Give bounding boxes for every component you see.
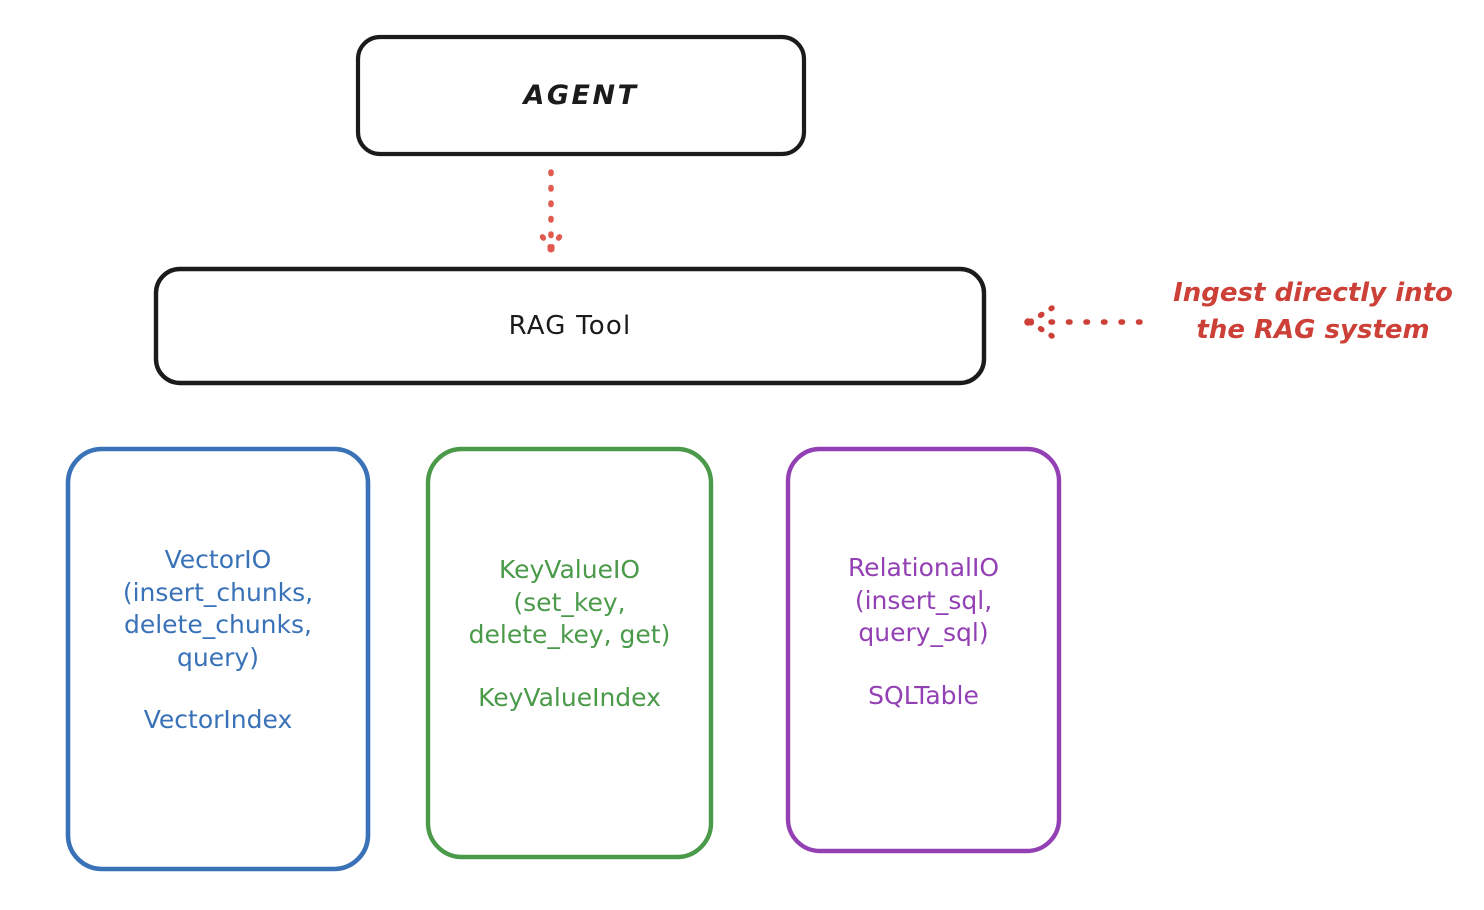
key-value-io-api-label: KeyValueIO (set_key, delete_key, get) bbox=[468, 555, 671, 649]
key-value-io-card-outline[interactable] bbox=[425, 446, 714, 860]
relational-io-api-label: RelationalIO (insert_sql, query_sql) bbox=[847, 553, 1000, 647]
relational-io-card[interactable]: RelationalIO (insert_sql, query_sql) SQL… bbox=[788, 449, 1059, 851]
vector-io-card[interactable]: VectorIO (insert_chunks, delete_chunks, … bbox=[68, 449, 368, 869]
key-value-index-label: KeyValueIndex bbox=[478, 682, 661, 712]
vector-io-api-label: VectorIO (insert_chunks, delete_chunks, … bbox=[122, 545, 314, 672]
vector-io-card-outline[interactable] bbox=[65, 446, 371, 872]
ingest-annotation-text: Ingest directly into the RAG system bbox=[1173, 278, 1453, 345]
agent-node[interactable]: AGENT bbox=[358, 37, 804, 154]
ingest-to-rag-connector-icon bbox=[1024, 305, 1143, 339]
agent-to-rag-connector-icon bbox=[535, 169, 567, 253]
rag-tool-node-label: RAG Tool bbox=[508, 311, 632, 341]
relational-io-card-outline[interactable] bbox=[785, 446, 1062, 854]
sql-table-label: SQLTable bbox=[868, 680, 979, 710]
rag-tool-node[interactable]: RAG Tool bbox=[156, 269, 984, 383]
rag-tool-box-outline[interactable] bbox=[153, 266, 987, 386]
key-value-io-card[interactable]: KeyValueIO (set_key, delete_key, get) Ke… bbox=[428, 449, 711, 857]
agent-node-label: AGENT bbox=[523, 80, 639, 111]
vector-index-label: VectorIndex bbox=[143, 705, 293, 734]
agent-box-outline[interactable] bbox=[355, 34, 807, 157]
